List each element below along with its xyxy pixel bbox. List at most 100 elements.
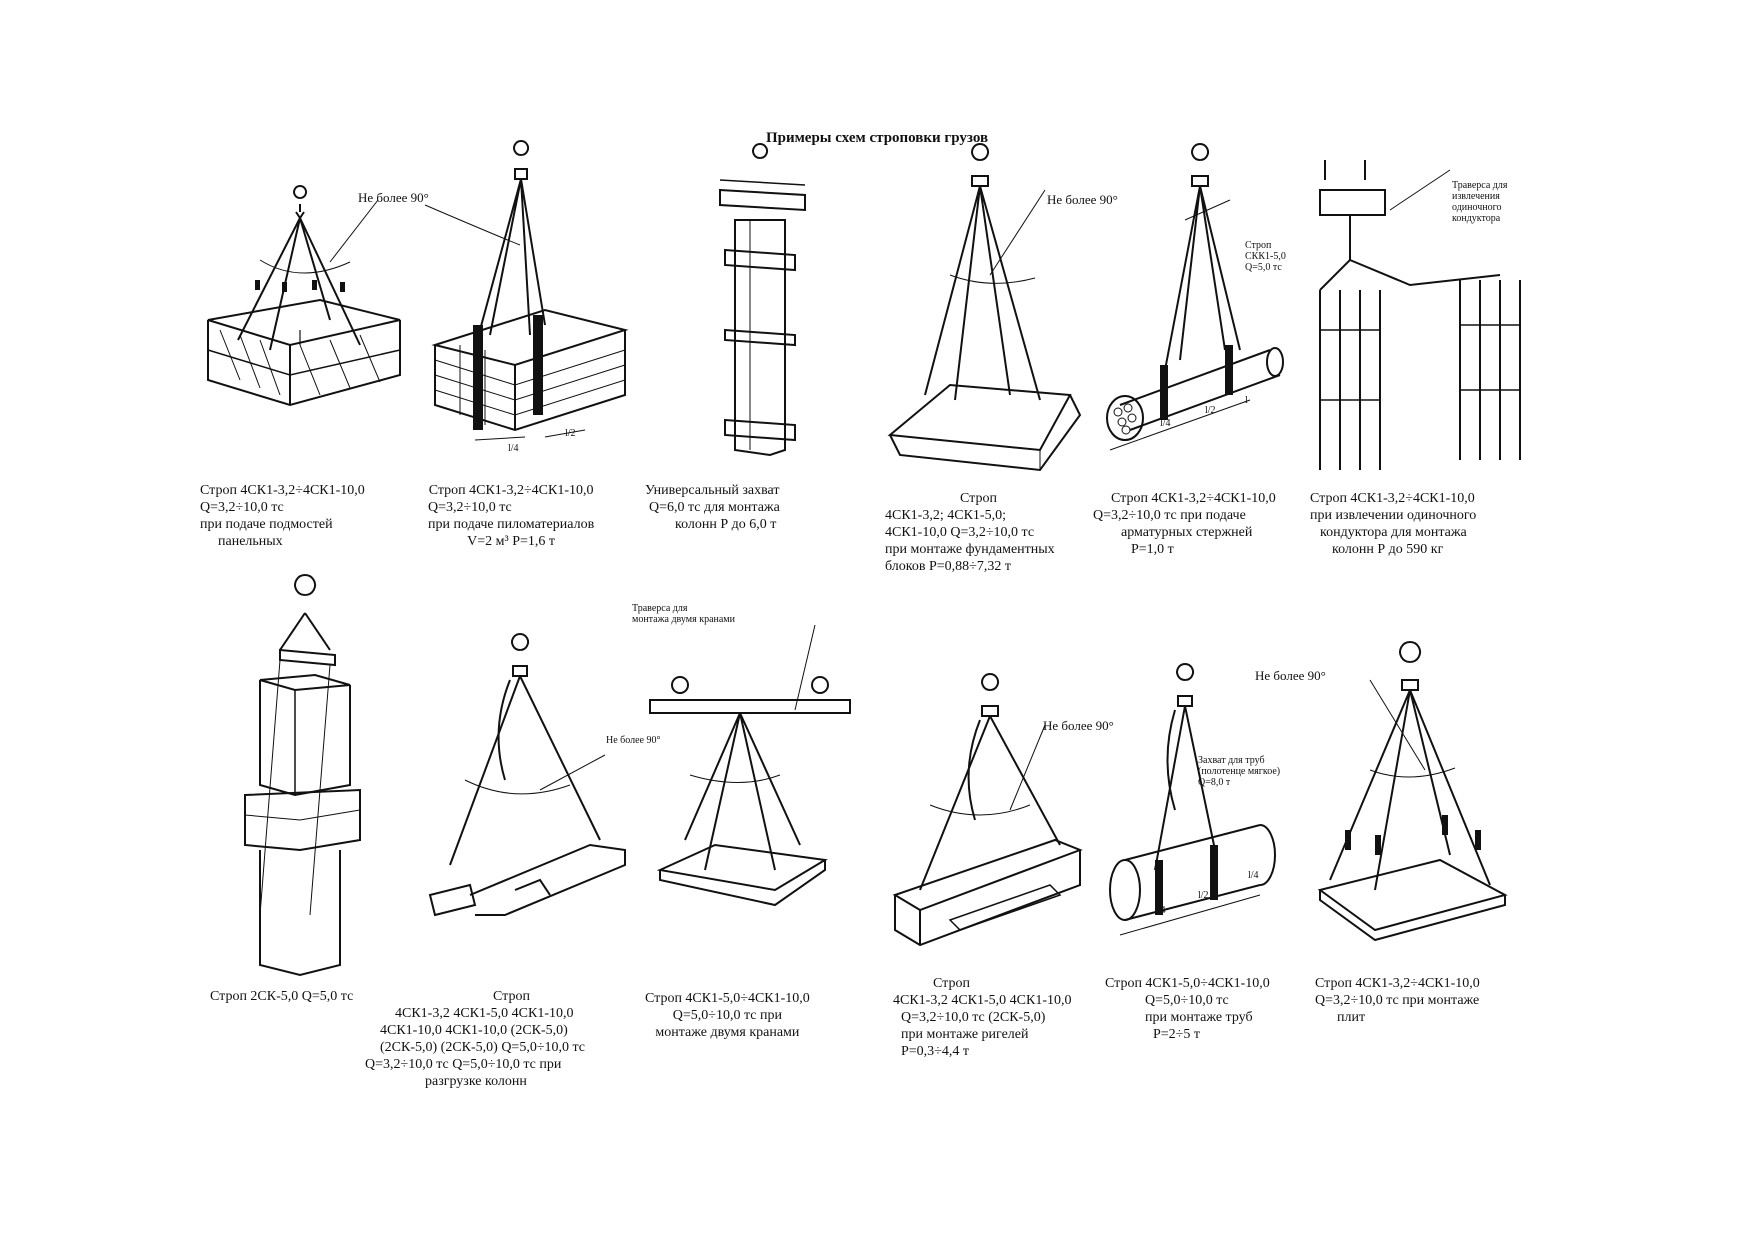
figure-two-cranes	[649, 624, 851, 907]
caption-6: Строп 4СК1-3,2÷4СК1-10,0 при извлечении …	[1310, 490, 1476, 558]
traverse-single-line-3: одиночного	[1452, 202, 1502, 213]
caption-4-line: 4СК1-10,0 Q=3,2÷10,0 тс	[885, 525, 1035, 540]
figure-column-unloading	[244, 574, 361, 977]
caption-3-line: Универсальный захват	[645, 483, 780, 498]
figure-column-grip	[719, 143, 806, 457]
caption-12-line: плит	[1337, 1010, 1366, 1025]
caption-4-line: при монтаже фундаментных	[885, 542, 1055, 557]
caption-10-line: Строп	[933, 976, 970, 991]
caption-11-line: при монтаже труб	[1145, 1010, 1253, 1025]
caption-8-line: (2СК-5,0) (2СК-5,0) Q=5,0÷10,0 тс	[380, 1040, 586, 1055]
caption-6-line: колонн Р до 590 кг	[1332, 542, 1444, 557]
caption-8-line: 4СК1-3,2 4СК1-5,0 4СК1-10,0	[395, 1006, 574, 1021]
caption-8-line: Строп	[493, 989, 530, 1004]
caption-6-line: при извлечении одиночного	[1310, 508, 1477, 523]
caption-11-line: Q=5,0÷10,0 тс	[1145, 993, 1229, 1008]
caption-2-line: Q=3,2÷10,0 тс	[428, 500, 512, 515]
figure-slab	[1317, 641, 1508, 942]
dim-l-fig5: l	[1245, 395, 1248, 406]
figure-column-unloading-2	[428, 633, 626, 917]
caption-10-line: при монтаже ригелей	[901, 1027, 1029, 1042]
dim-l2-fig5: l/2	[1205, 405, 1216, 416]
pipe-grip-line-2: (полотенце мягкое)	[1198, 766, 1281, 777]
caption-4-line: 4СК1-3,2; 4СК1-5,0;	[885, 508, 1006, 523]
figure-lumber-bundle	[424, 140, 629, 441]
figure-scaffold-panels	[207, 185, 401, 407]
strop-skk-line-1: Строп	[1245, 240, 1272, 251]
dim-l4b-fig11: l/4	[1248, 870, 1259, 881]
caption-10-line: 4СК1-3,2 4СК1-5,0 4СК1-10,0	[893, 993, 1072, 1008]
traverse-two-cranes-line-2: монтажа двумя кранами	[632, 614, 735, 625]
caption-1-line: панельных	[218, 534, 283, 549]
strop-skk-label: Строп СКК1-5,0 Q=5,0 тс	[1245, 240, 1286, 273]
figure-crossbeam	[892, 673, 1083, 947]
caption-6-line: Строп 4СК1-3,2÷4СК1-10,0	[1310, 491, 1475, 506]
caption-10-line: Q=3,2÷10,0 тс (2СК-5,0)	[901, 1010, 1046, 1025]
caption-1-line: Q=3,2÷10,0 тс	[200, 500, 284, 515]
caption-2: Строп 4СК1-3,2÷4СК1-10,0 Q=3,2÷10,0 тс п…	[428, 482, 594, 550]
caption-5: Строп 4СК1-3,2÷4СК1-10,0 Q=3,2÷10,0 тс п…	[1093, 490, 1276, 558]
figure-pipe	[1109, 663, 1276, 936]
angle-label-10: Не более 90°	[1043, 718, 1114, 733]
figure-rebar-bundle	[1106, 143, 1284, 451]
caption-6-line: кондуктора для монтажа	[1320, 525, 1467, 540]
angle-label-8: Не более 90°	[606, 735, 661, 746]
caption-8: Строп 4СК1-3,2 4СК1-5,0 4СК1-10,0 4СК1-1…	[365, 988, 585, 1090]
dim-l2-fig11: l/2	[1198, 890, 1209, 901]
figure-conductor-traverse	[1319, 160, 1521, 470]
page-title: Примеры схем строповки грузов	[765, 130, 989, 146]
traverse-single-line-2: извлечения	[1452, 191, 1500, 202]
caption-4-line: Строп	[960, 491, 997, 506]
caption-5-line: Р=1,0 т	[1131, 542, 1174, 557]
caption-9-line: Q=5,0÷10,0 тс при	[672, 1008, 782, 1023]
caption-3-line: Q=6,0 тс для монтажа	[649, 500, 780, 515]
caption-12-line: Q=3,2÷10,0 тс при монтаже	[1315, 993, 1480, 1008]
caption-3-line: колонн Р до 6,0 т	[675, 517, 777, 532]
caption-9-line: Строп 4СК1-5,0÷4СК1-10,0	[645, 991, 810, 1006]
dim-l4-fig5: l/4	[1160, 418, 1171, 429]
caption-2-line: Строп 4СК1-3,2÷4СК1-10,0	[428, 483, 594, 498]
pipe-grip-line-3: Q=8,0 т	[1198, 777, 1231, 788]
caption-12: Строп 4СК1-3,2÷4СК1-10,0 Q=3,2÷10,0 тс п…	[1315, 975, 1480, 1026]
strop-skk-line-2: СКК1-5,0	[1245, 251, 1286, 262]
traverse-single-line-1: Траверса для	[1452, 180, 1508, 191]
caption-1: Строп 4СК1-3,2÷4СК1-10,0 Q=3,2÷10,0 тс п…	[200, 482, 365, 550]
caption-7-line: Строп 2СК-5,0 Q=5,0 тс	[210, 989, 354, 1004]
caption-5-line: Q=3,2÷10,0 тс при подаче	[1093, 508, 1246, 523]
traverse-single-line-4: кондуктора	[1452, 213, 1501, 224]
caption-11-line: Р=2÷5 т	[1153, 1027, 1200, 1042]
angle-label-12: Не более 90°	[1255, 668, 1326, 683]
caption-11-line: Строп 4СК1-5,0÷4СК1-10,0	[1105, 976, 1270, 991]
caption-7: Строп 2СК-5,0 Q=5,0 тс	[210, 988, 353, 1005]
caption-4-line: блоков Р=0,88÷7,32 т	[885, 559, 1011, 574]
caption-9: Строп 4СК1-5,0÷4СК1-10,0 Q=5,0÷10,0 тс п…	[645, 990, 810, 1041]
caption-11: Строп 4СК1-5,0÷4СК1-10,0 Q=5,0÷10,0 тс п…	[1105, 975, 1270, 1043]
caption-12-line: Строп 4СК1-3,2÷4СК1-10,0	[1315, 976, 1480, 991]
caption-1-line: Строп 4СК1-3,2÷4СК1-10,0	[200, 483, 365, 498]
strop-skk-line-3: Q=5,0 тс	[1245, 262, 1282, 273]
angle-label-4: Не более 90°	[1047, 192, 1118, 207]
traverse-two-cranes-line-1: Траверса для	[632, 603, 688, 614]
pipe-grip-label: Захват для труб (полотенце мягкое) Q=8,0…	[1198, 755, 1280, 788]
caption-5-line: Строп 4СК1-3,2÷4СК1-10,0	[1111, 491, 1276, 506]
caption-10-line: Р=0,3÷4,4 т	[901, 1044, 969, 1059]
caption-2-line: V=2 м³ Р=1,6 т	[467, 534, 556, 549]
caption-5-line: арматурных стержней	[1121, 525, 1253, 540]
caption-9-line: монтаже двумя кранами	[655, 1025, 800, 1040]
dim-l4-fig11: l/4	[1155, 905, 1166, 916]
caption-3: Универсальный захват Q=6,0 тс для монтаж…	[645, 482, 780, 533]
angle-label-1: Не более 90°	[358, 190, 429, 205]
dim-l2-fig2: l/2	[565, 428, 576, 439]
caption-8-line: Q=3,2÷10,0 тс Q=5,0÷10,0 тс при	[365, 1057, 562, 1072]
caption-4: Строп 4СК1-3,2; 4СК1-5,0; 4СК1-10,0 Q=3,…	[885, 490, 1055, 575]
caption-2-line: при подаче пиломатериалов	[428, 517, 595, 532]
traverse-single-label: Траверса для извлечения одиночного конду…	[1452, 180, 1507, 224]
caption-1-line: при подаче подмостей	[200, 517, 333, 532]
traverse-two-cranes-label: Траверса для монтажа двумя кранами	[632, 603, 735, 625]
dim-l4-fig2: l/4	[508, 443, 519, 454]
caption-10: Строп 4СК1-3,2 4СК1-5,0 4СК1-10,0 Q=3,2÷…	[893, 975, 1072, 1060]
caption-8-line: 4СК1-10,0 4СК1-10,0 (2СК-5,0)	[380, 1023, 568, 1038]
pipe-grip-line-1: Захват для труб	[1198, 755, 1265, 766]
figure-foundation-block	[887, 143, 1082, 472]
caption-8-line: разгрузке колонн	[425, 1074, 527, 1089]
